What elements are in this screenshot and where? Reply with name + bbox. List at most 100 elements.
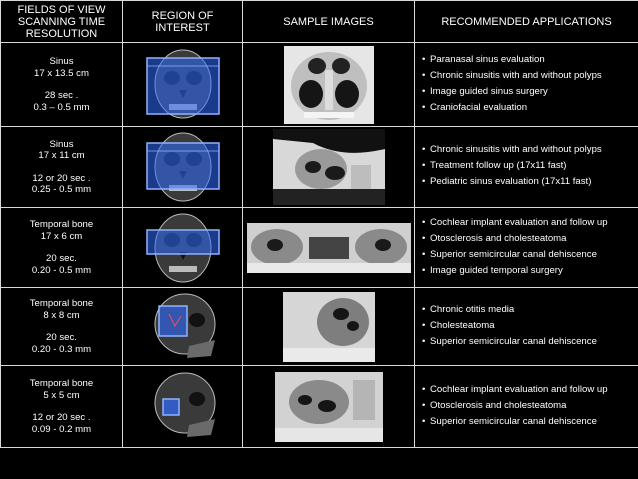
skull-frontal-roi-image <box>145 132 220 202</box>
coronal-sinus-ct-image <box>283 45 374 124</box>
apps-header: RECOMMENDED APPLICATIONS <box>414 0 638 43</box>
temporal-bone-ct-image <box>274 371 383 442</box>
scan-time: 20 sec. <box>46 253 77 264</box>
resolution: 0.20 - 0.5 mm <box>31 264 92 276</box>
skull-oblique-roi-image <box>154 372 215 437</box>
application-text: Craniofacial evaluation <box>430 101 528 113</box>
fov-name: Temporal bone <box>29 219 94 230</box>
fov-size: 17 x 6 cm <box>40 230 83 242</box>
fov-name: Temporal bone <box>29 378 94 389</box>
fov-cell: Temporal bone 5 x 5 cm 12 or 20 sec . 0.… <box>0 365 123 448</box>
application-item: •Cochlear implant evaluation and follow … <box>422 383 608 395</box>
protocol-row: Temporal bone 17 x 6 cm 20 sec. 0.20 - 0… <box>0 207 638 288</box>
samples-header: SAMPLE IMAGES <box>242 0 415 43</box>
protocol-row: Temporal bone 8 x 8 cm 20 sec. 0.20 - 0.… <box>0 287 638 366</box>
application-text: Superior semicircular canal dehiscence <box>430 335 597 347</box>
fov-size: 17 x 13.5 cm <box>34 67 89 79</box>
protocol-row: Temporal bone 5 x 5 cm 12 or 20 sec . 0.… <box>0 365 638 448</box>
application-text: Cochlear implant evaluation and follow u… <box>430 383 608 395</box>
fov-header-line: FIELDS OF VIEW <box>17 3 106 16</box>
apps-cell: •Chronic sinusitis with and without poly… <box>414 126 638 208</box>
protocol-row: Sinus 17 x 11 cm 12 or 20 sec . 0.25 - 0… <box>0 126 638 208</box>
application-item: •Superior semicircular canal dehiscence <box>422 248 597 260</box>
application-item: •Cholesteatoma <box>422 319 495 331</box>
sample-cell <box>242 207 415 288</box>
resolution: 0.20 - 0.3 mm <box>31 343 92 355</box>
fov-size: 8 x 8 cm <box>43 309 80 321</box>
resolution: 0.25 - 0.5 mm <box>31 184 92 195</box>
application-item: •Otosclerosis and cholesteatoma <box>422 232 567 244</box>
scan-time: 12 or 20 sec . <box>32 172 91 184</box>
fov-cell: Sinus 17 x 13.5 cm 28 sec . 0.3 – 0.5 mm <box>0 42 123 127</box>
application-item: •Chronic otitis media <box>422 303 515 315</box>
roi-cell <box>122 126 243 208</box>
application-item: •Treatment follow up (17x11 fast) <box>422 160 567 171</box>
application-text: Cholesteatoma <box>430 319 495 331</box>
skull-oblique-roi-image <box>154 293 215 358</box>
fov-size: 5 x 5 cm <box>43 389 80 401</box>
fov-cell: Sinus 17 x 11 cm 12 or 20 sec . 0.25 - 0… <box>0 126 123 208</box>
roi-header: REGION OF INTEREST <box>122 0 243 43</box>
cbct-protocol-table: FIELDS OF VIEW SCANNING TIME RESOLUTION … <box>0 0 638 448</box>
header-row: FIELDS OF VIEW SCANNING TIME RESOLUTION … <box>0 0 638 43</box>
sample-cell <box>242 287 415 366</box>
application-item: •Chronic sinusitis with and without poly… <box>422 144 602 155</box>
fov-header-line: SCANNING TIME <box>17 15 106 28</box>
application-item: •Image guided temporal surgery <box>422 264 563 276</box>
application-text: Paranasal sinus evaluation <box>430 53 545 65</box>
skull-frontal-roi-image <box>145 213 220 282</box>
application-item: •Chronic sinusitis with and without poly… <box>422 69 602 81</box>
fov-header-line: RESOLUTION <box>25 27 98 40</box>
fov-cell: Temporal bone 8 x 8 cm 20 sec. 0.20 - 0.… <box>0 287 123 366</box>
scan-time: 12 or 20 sec . <box>32 412 91 423</box>
skull-frontal-roi-image <box>145 49 220 118</box>
application-item: •Superior semicircular canal dehiscence <box>422 415 597 427</box>
application-item: •Paranasal sinus evaluation <box>422 53 545 65</box>
application-item: •Superior semicircular canal dehiscence <box>422 335 597 347</box>
application-text: Chronic otitis media <box>430 303 515 315</box>
fov-size: 17 x 11 cm <box>38 150 85 161</box>
fov-header: FIELDS OF VIEW SCANNING TIME RESOLUTION <box>0 0 123 43</box>
application-text: Treatment follow up (17x11 fast) <box>430 160 567 171</box>
application-item: •Image guided sinus surgery <box>422 85 548 97</box>
apps-cell: •Cochlear implant evaluation and follow … <box>414 365 638 448</box>
application-text: Chronic sinusitis with and without polyp… <box>430 144 602 155</box>
apps-cell: •Chronic otitis media •Cholesteatoma •Su… <box>414 287 638 366</box>
fov-name: Sinus <box>49 56 74 67</box>
sample-cell <box>242 365 415 448</box>
application-item: •Cochlear implant evaluation and follow … <box>422 216 608 228</box>
fov-name: Temporal bone <box>29 298 94 309</box>
application-text: Superior semicircular canal dehiscence <box>430 415 597 427</box>
fov-name: Sinus <box>49 138 74 150</box>
temporal-bone-ct-image <box>282 291 375 362</box>
application-text: Otosclerosis and cholesteatoma <box>430 232 567 244</box>
sample-cell <box>242 126 415 208</box>
roi-cell <box>122 42 243 127</box>
roi-cell <box>122 287 243 366</box>
roi-header-line: INTEREST <box>155 21 210 34</box>
roi-cell <box>122 365 243 448</box>
roi-header-line: REGION OF <box>151 9 214 22</box>
resolution: 0.3 – 0.5 mm <box>33 101 90 113</box>
sample-cell <box>242 42 415 127</box>
application-text: Image guided temporal surgery <box>430 264 563 276</box>
application-text: Image guided sinus surgery <box>430 85 548 97</box>
application-text: Cochlear implant evaluation and follow u… <box>430 216 608 228</box>
resolution: 0.09 - 0.2 mm <box>31 423 92 435</box>
apps-cell: •Paranasal sinus evaluation •Chronic sin… <box>414 42 638 127</box>
scan-time: 28 sec . <box>44 90 79 101</box>
protocol-row: Sinus 17 x 13.5 cm 28 sec . 0.3 – 0.5 mm <box>0 42 638 127</box>
application-item: •Otosclerosis and cholesteatoma <box>422 399 567 411</box>
application-item: •Pediatric sinus evaluation (17x11 fast) <box>422 176 592 187</box>
fov-cell: Temporal bone 17 x 6 cm 20 sec. 0.20 - 0… <box>0 207 123 288</box>
application-text: Superior semicircular canal dehiscence <box>430 248 597 260</box>
application-item: •Craniofacial evaluation <box>422 101 528 113</box>
temporal-bone-ct-image <box>246 222 411 273</box>
application-text: Pediatric sinus evaluation (17x11 fast) <box>430 176 592 187</box>
roi-cell <box>122 207 243 288</box>
sagittal-sinus-ct-image <box>272 129 385 205</box>
application-text: Chronic sinusitis with and without polyp… <box>430 69 602 81</box>
application-text: Otosclerosis and cholesteatoma <box>430 399 567 411</box>
scan-time: 20 sec. <box>46 332 77 343</box>
apps-cell: •Cochlear implant evaluation and follow … <box>414 207 638 288</box>
